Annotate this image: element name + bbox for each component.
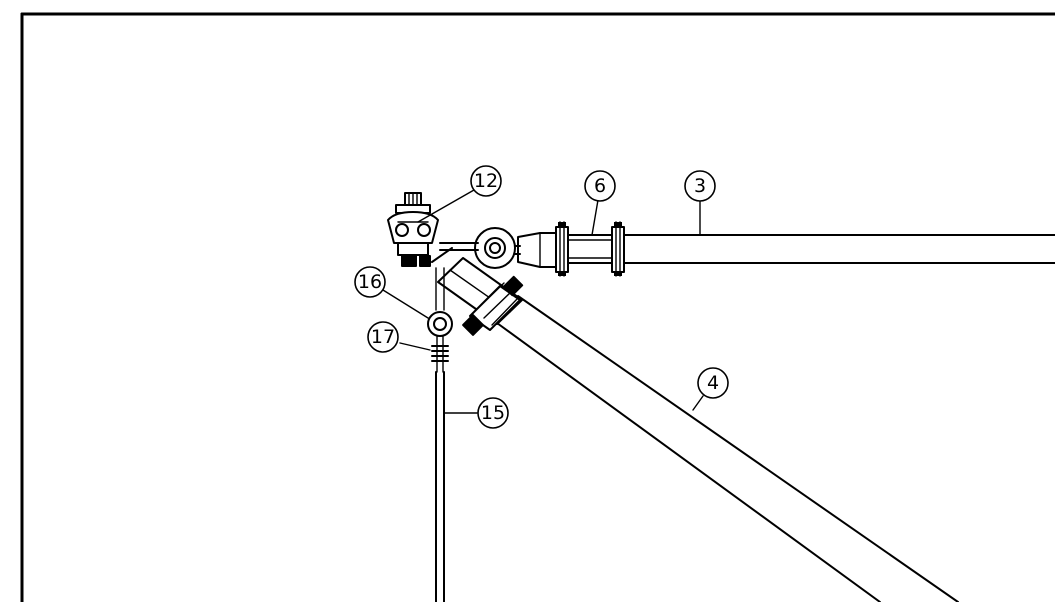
- hanger-assembly: [427, 267, 453, 602]
- balloon-4: 4: [697, 367, 729, 399]
- balloon-12: 12: [470, 165, 502, 197]
- tube-coupling: [555, 221, 625, 277]
- svg-text:15: 15: [481, 402, 505, 424]
- suspension-clamp: [387, 192, 479, 267]
- svg-text:4: 4: [707, 372, 719, 394]
- balloon-15: 15: [477, 397, 509, 429]
- horizontal-tube: [624, 234, 1055, 264]
- balloon-3: 3: [684, 170, 716, 202]
- svg-text:16: 16: [358, 271, 382, 293]
- brace-clamp: [462, 275, 524, 336]
- balloon-16: 16: [354, 266, 386, 298]
- balloon-6: 6: [584, 170, 616, 202]
- end-fitting: [474, 227, 557, 269]
- svg-text:3: 3: [694, 175, 706, 197]
- leader-lines: [382, 189, 704, 414]
- balloon-17: 17: [367, 321, 399, 353]
- svg-text:6: 6: [594, 175, 606, 197]
- diagonal-brace: [437, 257, 959, 602]
- svg-text:12: 12: [474, 170, 498, 192]
- drawing-frame: [20, 12, 1055, 602]
- svg-text:17: 17: [371, 326, 395, 348]
